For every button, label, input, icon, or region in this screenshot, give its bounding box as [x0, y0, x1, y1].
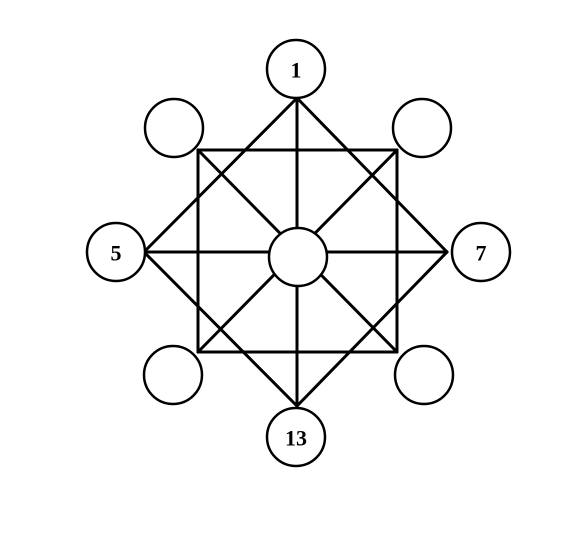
node-top-left	[143, 97, 205, 159]
diagram-nodes: 1 7 13 5	[85, 38, 512, 468]
node-left: 5	[85, 221, 147, 283]
edge-right-to-bottom	[295, 250, 449, 408]
node-bottom-right	[393, 344, 455, 406]
node-circle-bottom-left	[142, 344, 204, 406]
node-label-top: 1	[291, 58, 302, 83]
node-bottom: 13	[265, 406, 327, 468]
node-circle-top-left	[143, 97, 205, 159]
node-circle-top	[265, 38, 327, 100]
node-top-right	[391, 97, 453, 159]
node-circle-bottom	[265, 406, 327, 468]
node-top: 1	[265, 38, 327, 100]
node-label-bottom: 13	[285, 426, 307, 451]
node-circle-bottom-right	[393, 344, 455, 406]
node-circle-center	[267, 226, 329, 288]
node-label-right: 7	[476, 241, 487, 266]
node-bottom-left	[142, 344, 204, 406]
node-label-left: 5	[111, 241, 122, 266]
node-circle-right	[450, 221, 512, 283]
node-circle-left	[85, 221, 147, 283]
node-circle-top-right	[391, 97, 453, 159]
edge-left-to-top	[142, 96, 299, 254]
node-right: 7	[450, 221, 512, 283]
node-center	[267, 226, 329, 288]
